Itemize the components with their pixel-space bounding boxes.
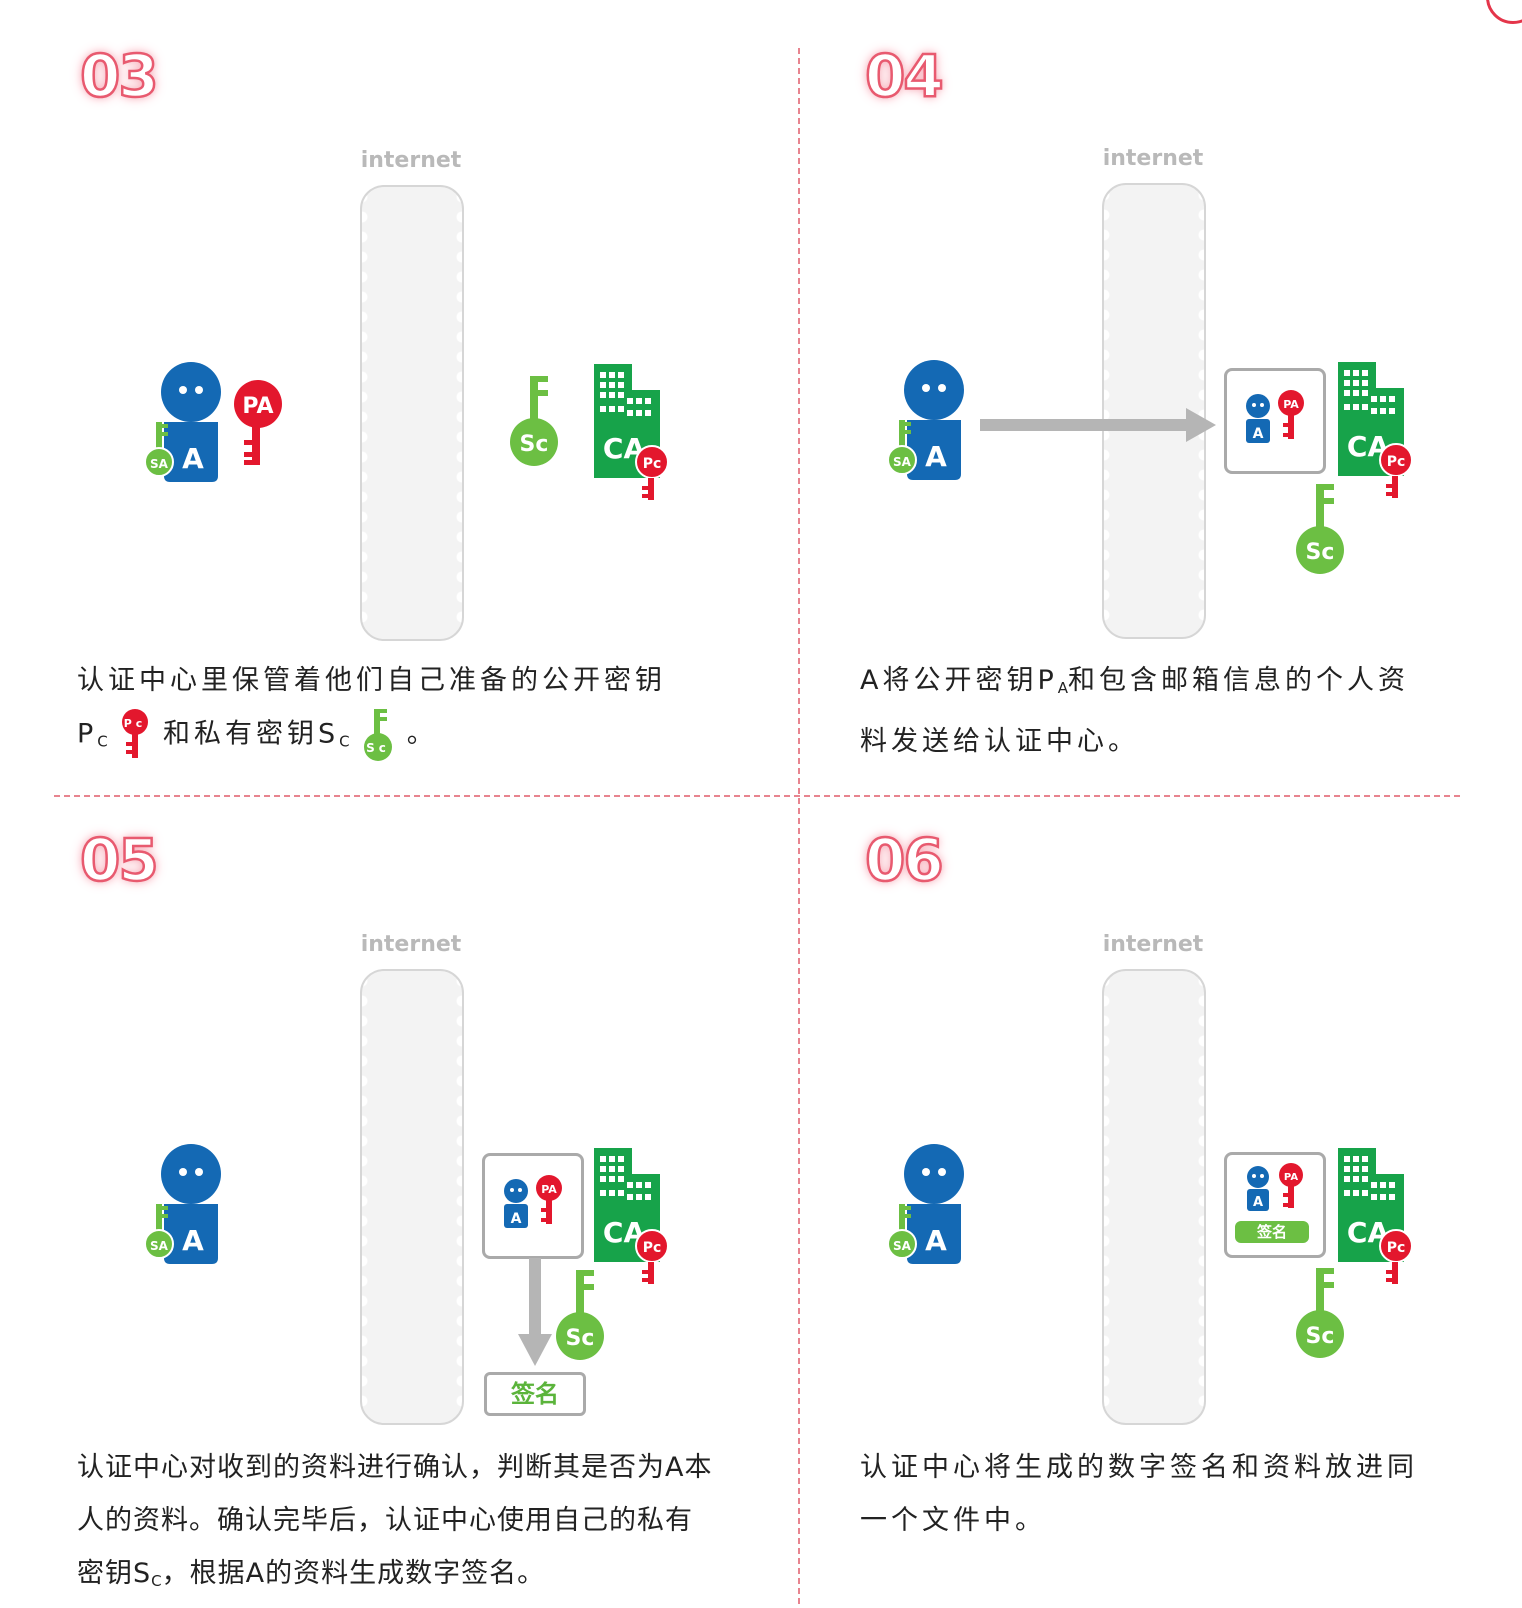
caption: 认证中心将生成的数字签名和资料放进同 一个文件中。 xyxy=(860,1441,1522,1547)
caption: 认证中心对收到的资料进行确认，判断其是否为A本 人的资料。确认完毕后，认证中心使… xyxy=(77,1441,757,1608)
caption: A将公开密钥PA和包含邮箱信息的个人资 料发送给认证中心。 xyxy=(860,654,1522,768)
signature-badge: 签名 xyxy=(1235,1221,1309,1243)
person-a-icon: A SA xyxy=(144,362,221,482)
svg-text:Sc: Sc xyxy=(1306,540,1335,565)
svg-text:A: A xyxy=(182,1224,204,1257)
caption-sub: A xyxy=(1057,679,1069,697)
person-a-icon: A SA xyxy=(887,1144,964,1264)
document-box: A PA xyxy=(482,1153,584,1259)
caption-line: 认证中心里保管着他们自己准备的公开密钥 xyxy=(77,665,666,696)
arrow-right-icon xyxy=(980,408,1216,442)
svg-text:Sc: Sc xyxy=(1306,1324,1335,1349)
ca-building-icon: CA Pc xyxy=(594,1148,669,1284)
internet-label: internet xyxy=(360,148,462,173)
svg-text:PA: PA xyxy=(541,1183,557,1196)
caption-line: 认证中心对收到的资料进行确认，判断其是否为A本 xyxy=(77,1452,713,1483)
svg-text:Pc: Pc xyxy=(124,717,147,730)
svg-text:Pc: Pc xyxy=(643,456,662,472)
caption-sub: C xyxy=(151,1572,162,1590)
caption-text: P xyxy=(77,718,98,750)
internet-cloud xyxy=(360,185,464,641)
caption-text: 和包含邮箱信息的个人资 xyxy=(1068,665,1410,696)
svg-text:SA: SA xyxy=(150,1239,169,1253)
step-number: 04 xyxy=(864,41,945,112)
internet-cloud xyxy=(360,969,464,1425)
step-number: 06 xyxy=(864,825,945,896)
document-contents-icon: A PA xyxy=(1246,390,1304,443)
svg-text:SA: SA xyxy=(150,457,169,471)
svg-text:SA: SA xyxy=(893,1239,912,1253)
inline-key-sc-icon: Sc xyxy=(364,709,393,761)
svg-text:PA: PA xyxy=(242,394,273,419)
caption-text: 。 xyxy=(406,718,438,750)
svg-text:A: A xyxy=(1253,1195,1263,1210)
caption-text: A将公开密钥P xyxy=(860,665,1058,696)
svg-text:SA: SA xyxy=(893,455,912,469)
caption-line: 认证中心将生成的数字签名和资料放进同 xyxy=(860,1452,1418,1483)
svg-text:Pc: Pc xyxy=(1387,454,1406,470)
caption-text: 和私有密钥S xyxy=(162,718,340,750)
caption-line: 人的资料。确认完毕后，认证中心使用自己的私有 xyxy=(77,1505,693,1536)
caption-line: 料发送给认证中心。 xyxy=(860,726,1139,757)
arrow-down-icon xyxy=(518,1258,552,1366)
person-a-icon: A SA xyxy=(144,1144,221,1264)
vertical-divider xyxy=(798,48,800,1604)
document-contents-icon: A PA xyxy=(504,1175,562,1228)
internet-cloud xyxy=(1102,969,1206,1425)
key-pa-icon: PA xyxy=(234,380,282,465)
horizontal-divider xyxy=(54,795,1460,797)
caption-line: 一个文件中。 xyxy=(860,1505,1046,1536)
ca-building-icon: CA Pc xyxy=(594,364,669,500)
document-box: A PA xyxy=(1224,368,1326,474)
caption-text: 密钥S xyxy=(77,1558,152,1589)
caption: 认证中心里保管着他们自己准备的公开密钥 PC Pc 和私有密钥SC Sc 。 xyxy=(77,654,757,769)
svg-text:PA: PA xyxy=(1283,398,1299,411)
caption-line: 密钥SC，根据A的资料生成数字签名。 xyxy=(77,1547,757,1608)
step-number: 05 xyxy=(79,825,160,896)
person-a-icon: A SA xyxy=(887,360,964,480)
svg-text:A: A xyxy=(1253,426,1264,442)
svg-text:Sc: Sc xyxy=(566,1326,595,1351)
svg-text:A: A xyxy=(925,440,947,473)
caption-sub: C xyxy=(339,732,350,751)
signature-tag: 签名 xyxy=(484,1372,586,1416)
ca-building-icon: CA Pc xyxy=(1338,1148,1413,1284)
caption-line: A将公开密钥PA和包含邮箱信息的个人资 xyxy=(860,654,1522,715)
document-box: A PA 签名 xyxy=(1224,1152,1326,1258)
step-number: 03 xyxy=(79,41,160,112)
ca-building-icon: CA Pc xyxy=(1338,362,1413,498)
svg-text:A: A xyxy=(182,442,204,475)
internet-label: internet xyxy=(360,932,462,957)
document-contents-icon: A PA xyxy=(1247,1163,1303,1211)
caption-text: ，根据A的资料生成数字签名。 xyxy=(161,1558,546,1589)
svg-text:Sc: Sc xyxy=(520,432,549,457)
internet-label: internet xyxy=(1102,146,1204,171)
caption-line: PC Pc 和私有密钥SC Sc 。 xyxy=(77,707,757,769)
svg-text:Sc: Sc xyxy=(366,741,390,755)
svg-text:A: A xyxy=(511,1211,522,1227)
key-sc-icon: Sc xyxy=(1296,1268,1344,1358)
svg-text:Pc: Pc xyxy=(643,1240,662,1256)
svg-text:A: A xyxy=(925,1224,947,1257)
svg-text:PA: PA xyxy=(1284,1172,1298,1183)
key-sc-icon: Sc xyxy=(510,376,558,466)
internet-label: internet xyxy=(1102,932,1204,957)
key-sc-icon: Sc xyxy=(1296,484,1344,574)
key-sc-icon: Sc xyxy=(556,1270,604,1360)
inline-key-pc-icon: Pc xyxy=(122,709,149,758)
caption-sub: C xyxy=(97,732,108,751)
corner-decoration xyxy=(1486,0,1522,24)
svg-text:Pc: Pc xyxy=(1387,1240,1406,1256)
